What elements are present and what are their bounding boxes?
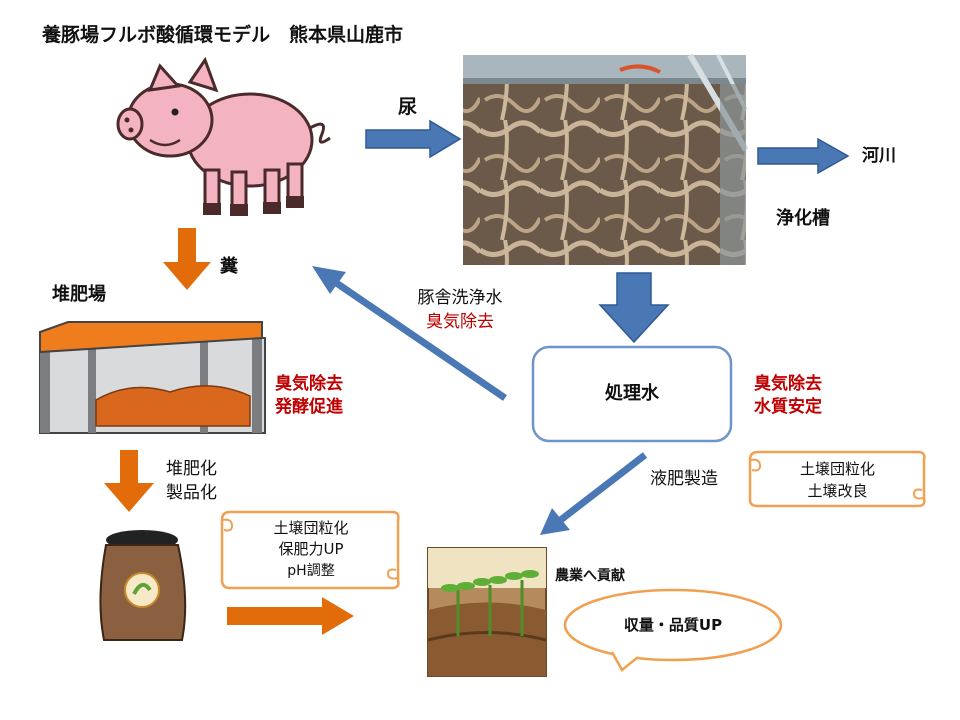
compost-shed-icon	[39, 321, 266, 434]
scroll-left-line-1: 土壌団粒化	[273, 519, 349, 537]
diagram-title: 養豚場フルボ酸循環モデル 熊本県山鹿市	[42, 24, 404, 46]
label-agriculture: 農業へ貢献	[555, 568, 625, 584]
label-river: 河川	[862, 146, 896, 166]
scroll-soil-left	[220, 510, 400, 590]
treated-water-box	[531, 345, 733, 443]
label-urine: 尿	[398, 96, 418, 118]
scroll-soil-right	[748, 450, 926, 508]
scroll-right-line-2: 土壌改良	[807, 482, 868, 500]
arrow-manure	[163, 228, 211, 290]
scroll-right-line-1: 土壌団粒化	[799, 460, 875, 478]
treated-water-label: 処理水	[605, 383, 659, 404]
label-composting: 堆肥化	[166, 459, 217, 479]
arrow-urine	[365, 119, 462, 159]
label-water-stability: 水質安定	[754, 397, 822, 417]
label-manure: 糞	[220, 256, 238, 277]
label-yield-quality: 収量・品質UP	[623, 616, 723, 634]
label-compost-yard: 堆肥場	[52, 284, 106, 305]
label-liquid-fertilizer: 液肥製造	[650, 469, 718, 489]
arrow-river	[757, 137, 850, 175]
scroll-left-line-2: 保肥力UP	[278, 540, 344, 558]
crop-field-icon	[427, 547, 547, 677]
arrow-tank-to-water	[598, 272, 670, 344]
arrow-to-field	[227, 597, 354, 635]
scroll-left-line-3: pH調整	[287, 563, 335, 579]
label-compost-fermentation: 発酵促進	[275, 397, 343, 417]
label-pigsty-wash: 豚舎洗浄水	[417, 288, 503, 308]
purification-tank-photo	[463, 53, 749, 265]
pig-icon	[116, 56, 331, 216]
label-odor-removal-wash: 臭気除去	[426, 312, 494, 332]
yield-speech-bubble	[563, 588, 783, 672]
label-purification-tank: 浄化槽	[776, 208, 830, 229]
arrow-composting	[104, 450, 154, 512]
arrow-liquid-fertilizer	[540, 452, 648, 535]
compost-bag-icon	[99, 530, 187, 641]
label-compost-odor: 臭気除去	[275, 374, 343, 394]
label-productization: 製品化	[166, 483, 217, 503]
label-water-odor: 臭気除去	[754, 374, 822, 394]
arrow-wash-water	[312, 266, 507, 401]
